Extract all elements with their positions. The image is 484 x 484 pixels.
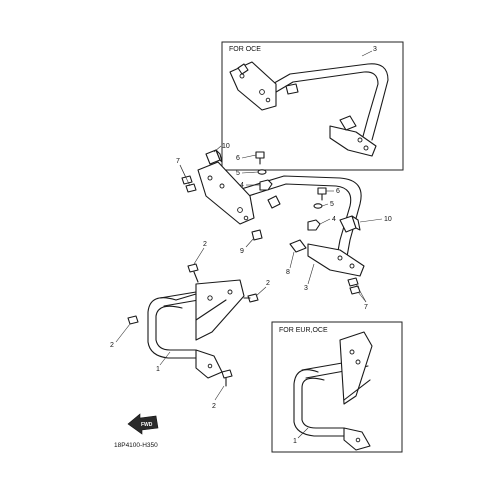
- callout-3-main: 3: [304, 285, 308, 292]
- fwd-arrow: FWD: [127, 413, 159, 435]
- callout-10-left: 10: [222, 143, 230, 150]
- callout-8: 8: [286, 269, 290, 276]
- inset-box-oce: FOR OCE 3: [221, 41, 404, 171]
- callout-6-right: 6: [336, 188, 340, 195]
- callout-10-right: 10: [384, 216, 392, 223]
- callout-2-mid: 2: [266, 280, 270, 287]
- fwd-label: FWD: [141, 422, 153, 428]
- rear-bumper-eur-oce: [293, 331, 373, 451]
- callout-1-main: 1: [156, 366, 160, 373]
- grab-bar-oce: [229, 61, 389, 157]
- callout-1-eur-oce: 1: [293, 438, 297, 445]
- callout-2-top: 2: [203, 241, 207, 248]
- callout-9: 9: [240, 248, 244, 255]
- fasteners-main: [181, 151, 361, 295]
- callout-4-right: 4: [332, 216, 336, 223]
- inset-title-eur-oce: FOR EUR,OCE: [279, 327, 328, 334]
- callout-3-oce: 3: [373, 46, 377, 53]
- callouts-bumper: 2 2 2 1 2: [110, 241, 270, 410]
- fasteners-bumper: [127, 263, 259, 387]
- callout-7-right: 7: [364, 304, 368, 311]
- callout-6-left: 6: [236, 155, 240, 162]
- grab-bar-main: [197, 149, 365, 277]
- callouts-main: 10 7 6 5 4 9 6 5 4 10 8 3 7: [176, 143, 392, 311]
- callout-2-left: 2: [110, 342, 114, 349]
- callout-4-left: 4: [240, 182, 244, 189]
- diagram-code: 18P4100-H350: [114, 442, 158, 449]
- inset-box-eur-oce: FOR EUR,OCE 1: [271, 321, 403, 453]
- inset-title-oce: FOR OCE: [229, 46, 261, 53]
- callout-5-left: 5: [236, 170, 240, 177]
- callout-2-bottom: 2: [212, 403, 216, 410]
- rear-bumper-main: [147, 279, 245, 379]
- callout-7-left: 7: [176, 158, 180, 165]
- callout-5-right: 5: [330, 201, 334, 208]
